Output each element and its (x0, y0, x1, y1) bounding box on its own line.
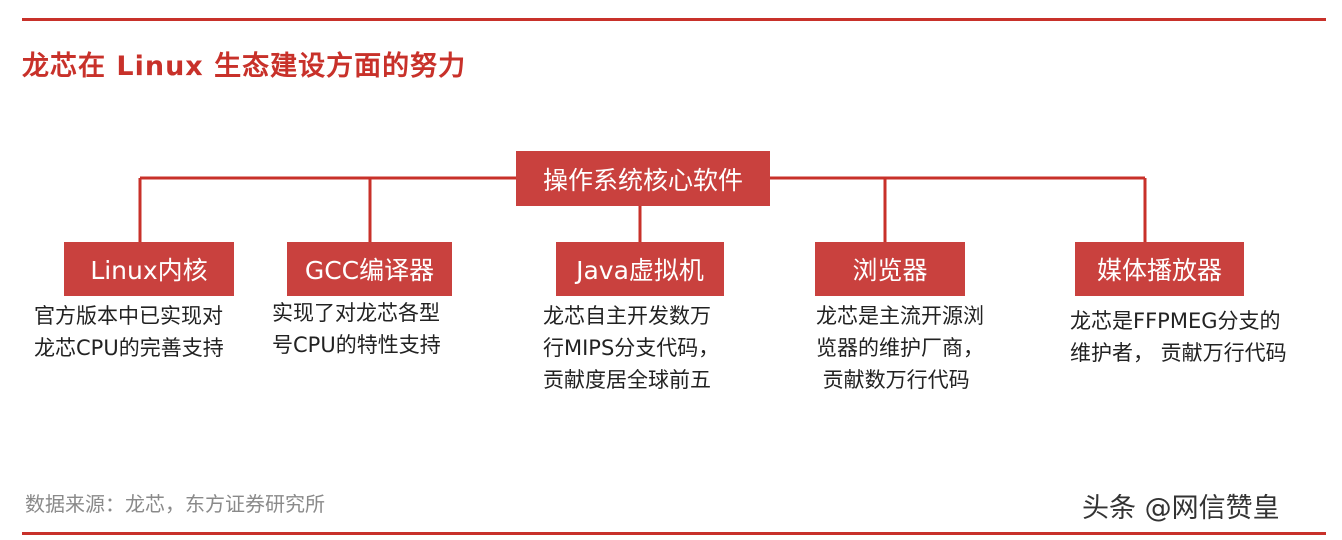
desc-line: 龙芯自主开发数万 (543, 304, 711, 328)
desc-browser: 龙芯是主流开源浏 览器的维护厂商， 贡献数万行代码 (816, 300, 984, 396)
top-rule (22, 18, 1326, 21)
desc-line: 龙芯CPU的完善支持 (34, 336, 224, 360)
desc-line: 贡献数万行代码 (816, 368, 970, 392)
desc-line: 行MIPS分支代码， (543, 336, 720, 360)
desc-line: 览器的维护厂商， (816, 336, 984, 360)
bottom-rule (22, 532, 1326, 535)
source-note: 数据来源：龙芯，东方证券研究所 (25, 492, 325, 516)
desc-line: 维护者， 贡献万行代码 (1070, 341, 1287, 365)
desc-line: 贡献度居全球前五 (543, 368, 711, 392)
desc-line: 实现了对龙芯各型 (272, 301, 440, 325)
desc-line: 号CPU的特性支持 (272, 333, 441, 357)
node-linux-kernel: Linux内核 (64, 242, 234, 296)
page-title: 龙芯在 Linux 生态建设方面的努力 (22, 51, 467, 82)
desc-java-vm: 龙芯自主开发数万 行MIPS分支代码， 贡献度居全球前五 (543, 300, 719, 396)
node-media-player: 媒体播放器 (1075, 242, 1244, 296)
desc-media-player: 龙芯是FFPMEG分支的 维护者， 贡献万行代码 (1070, 305, 1287, 369)
desc-line: 官方版本中已实现对 (34, 304, 223, 328)
desc-line: 龙芯是主流开源浏 (816, 304, 984, 328)
node-gcc-compiler: GCC编译器 (287, 242, 452, 296)
desc-gcc-compiler: 实现了对龙芯各型 号CPU的特性支持 (272, 297, 441, 361)
watermark: 头条 @网信赞皇 (1082, 493, 1280, 524)
node-java-vm: Java虚拟机 (556, 242, 724, 296)
root-node-os-core-software: 操作系统核心软件 (516, 151, 770, 206)
desc-linux-kernel: 官方版本中已实现对 龙芯CPU的完善支持 (34, 300, 224, 364)
node-browser: 浏览器 (815, 242, 965, 296)
desc-line: 龙芯是FFPMEG分支的 (1070, 309, 1281, 333)
